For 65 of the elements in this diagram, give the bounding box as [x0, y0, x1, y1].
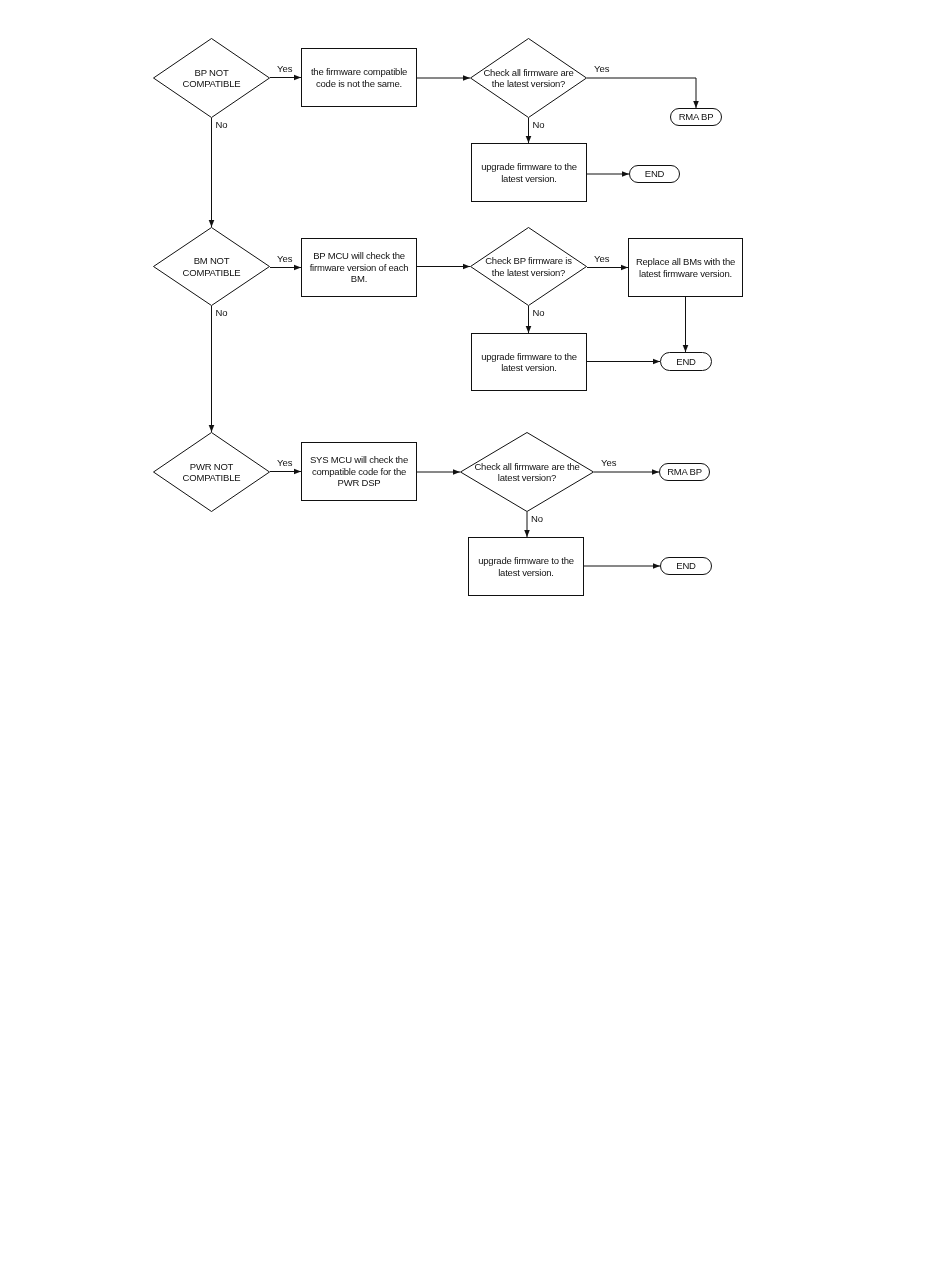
decision-diamond: [470, 227, 587, 306]
arrow: [586, 264, 629, 271]
node-text: END: [676, 355, 696, 368]
edge-label: Yes: [276, 457, 294, 468]
arrow: [593, 469, 660, 475]
process-box: [628, 238, 743, 297]
arrow: [208, 305, 215, 433]
edge-label: Yes: [276, 253, 294, 264]
edge-label: Yes: [593, 253, 611, 264]
arrow: [586, 171, 630, 177]
decision-diamond: [153, 38, 270, 118]
edge-label: Yes: [593, 64, 611, 75]
arrow: [269, 264, 302, 271]
node-text: BP MCU will check the firmware version of each BM.: [308, 250, 410, 285]
edge-label: Yes: [276, 63, 294, 74]
edge-label: No: [531, 308, 546, 319]
arrow: [269, 74, 302, 81]
terminal-pill: [659, 463, 710, 481]
decision-diamond: [460, 432, 594, 512]
decision-diamond: [153, 432, 270, 512]
edge-label: Yes: [600, 458, 618, 469]
edge-label: No: [214, 308, 229, 319]
node-text: upgrade firmware to the latest version.: [480, 161, 578, 184]
process-box: [301, 238, 417, 297]
node-text: END: [644, 168, 665, 180]
process-box: [301, 48, 417, 107]
node-text: Check BP firmware is the latest version?: [484, 255, 573, 278]
node-text: END: [676, 560, 696, 572]
arrow: [416, 263, 471, 270]
arrow: [208, 117, 215, 228]
arrow: [682, 296, 689, 353]
terminal-pill: [660, 352, 712, 371]
arrow: [525, 305, 532, 334]
arrow: [586, 77, 699, 109]
process-box: [468, 537, 584, 596]
node-text: Check all firmware are the latest version?: [473, 460, 581, 484]
node-text: Check all firmware are the latest version?: [482, 66, 575, 90]
edge-label: No: [214, 120, 229, 131]
arrow: [416, 75, 471, 81]
node-text: RMA BP: [678, 111, 714, 123]
process-box: [471, 143, 587, 202]
node-text: SYS MCU will check the compatible code for the PWR DSP: [309, 454, 409, 489]
node-text: the firmware compatible code is not the same.: [309, 66, 409, 89]
process-box: [301, 442, 417, 501]
node-text: upgrade firmware to the latest version.: [480, 350, 578, 374]
edge-label: No: [530, 514, 545, 525]
terminal-pill: [629, 165, 680, 183]
node-text: PWR NOT COMPATIBLE: [181, 460, 242, 484]
process-box: [471, 333, 587, 391]
node-text: BP NOT COMPATIBLE: [181, 66, 242, 90]
node-text: RMA BP: [667, 466, 702, 478]
arrow: [525, 117, 532, 144]
terminal-pill: [660, 557, 712, 575]
decision-diamond: [153, 227, 270, 306]
terminal-pill: [670, 108, 722, 126]
arrow: [524, 511, 530, 538]
decision-diamond: [470, 38, 587, 118]
node-text: Replace all BMs with the latest firmware version.: [634, 256, 737, 279]
node-text: upgrade firmware to the latest version.: [477, 555, 575, 578]
node-text: BM NOT COMPATIBLE: [181, 255, 242, 278]
edge-label: No: [531, 120, 546, 131]
arrow: [269, 468, 302, 475]
arrow: [586, 358, 661, 365]
arrow: [416, 469, 461, 475]
arrow: [583, 563, 661, 569]
